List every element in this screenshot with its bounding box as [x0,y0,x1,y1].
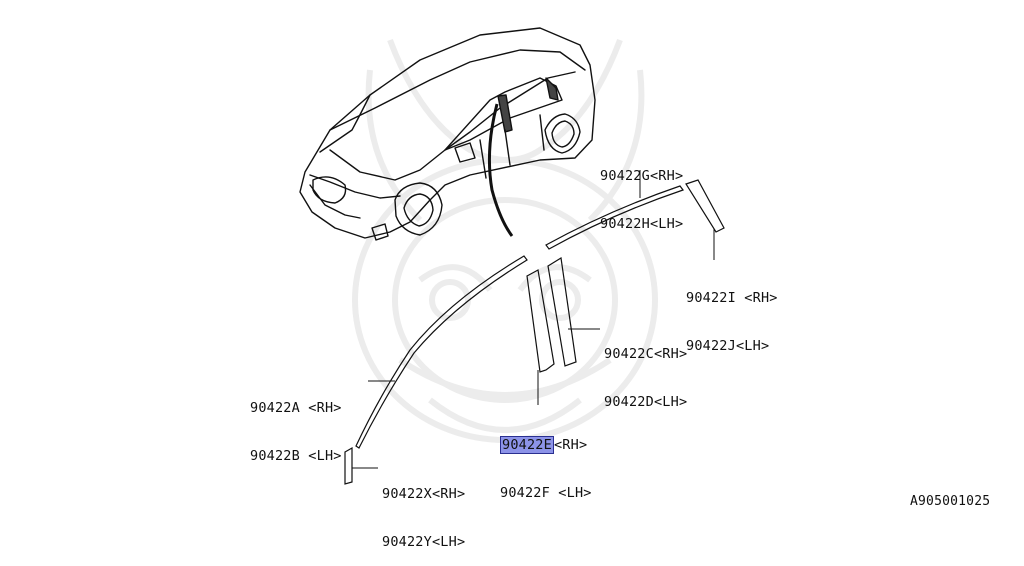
molding-90422c-part[interactable] [547,257,577,367]
car-illustration [299,27,596,241]
molding-90422a-part[interactable] [355,255,528,449]
part-number-lh[interactable]: 90422D<LH> [604,394,688,410]
part-number-rh[interactable]: 90422I <RH> [686,290,778,306]
part-number-rh[interactable]: 90422X<RH> [382,486,466,502]
part-number-rh[interactable]: 90422G<RH> [600,168,684,184]
part-number-lh[interactable]: 90422Y<LH> [382,534,466,550]
door-weatherstrip-line [487,103,514,237]
molding-90422x-part[interactable] [344,446,353,485]
callout-90422c[interactable]: 90422C<RH> 90422D<LH> [604,314,687,426]
diagram-canvas [299,27,725,485]
molding-90422g-part[interactable] [545,185,684,250]
side-rh: <RH> [553,437,588,453]
part-number-rh[interactable]: 90422C<RH> [604,346,688,362]
part-number-rh[interactable]: 90422A <RH> [250,400,342,416]
molding-90422i-part[interactable] [685,179,725,233]
part-number-lh[interactable]: 90422F <LH> [500,485,592,501]
callout-90422x[interactable]: 90422X<RH> 90422Y<LH> [382,454,465,566]
part-number-lh[interactable]: 90422J<LH> [686,338,770,354]
callout-90422e[interactable]: 90422E<RH> 90422F <LH> [500,405,592,517]
callout-90422g[interactable]: 90422G<RH> 90422H<LH> [600,136,683,248]
part-number-lh[interactable]: 90422B <LH> [250,448,342,464]
parts-diagram: 90422G<RH> 90422H<LH> 90422I <RH> 90422J… [250,27,991,550]
diagram-code: A905001025 [910,494,991,509]
part-number-rh-highlighted[interactable]: 90422E [500,436,554,454]
callout-90422i[interactable]: 90422I <RH> 90422J<LH> [686,258,778,370]
callout-90422a[interactable]: 90422A <RH> 90422B <LH> [250,368,342,480]
molding-90422e-part[interactable] [526,269,555,373]
part-number-lh[interactable]: 90422H<LH> [600,216,684,232]
